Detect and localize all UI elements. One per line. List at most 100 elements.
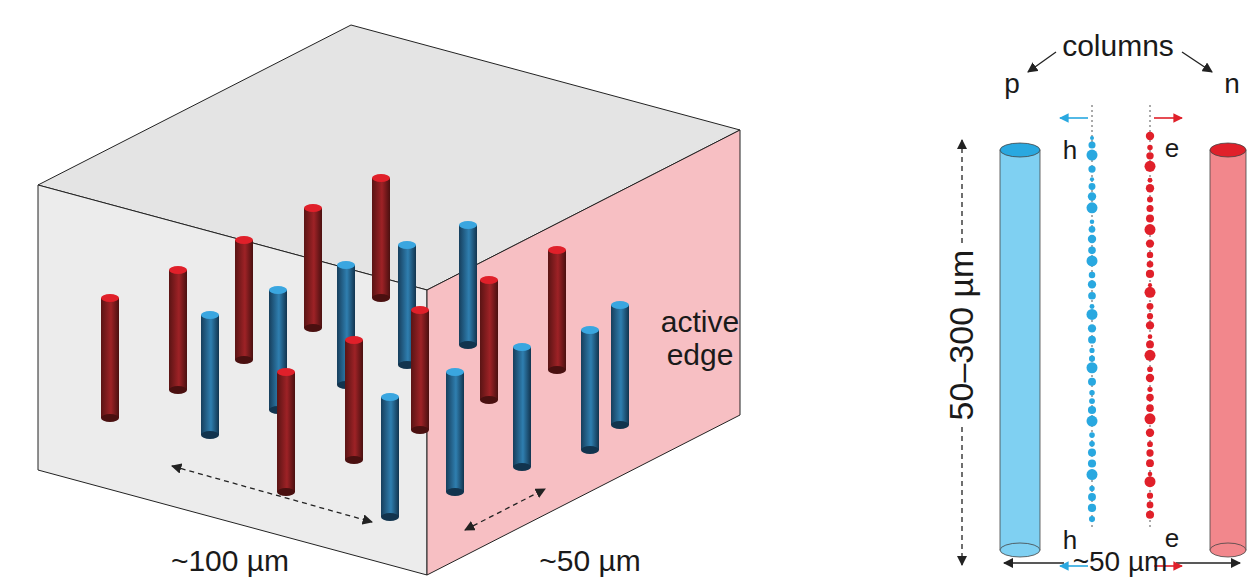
carrier-dot [1088,378,1096,386]
column-top [513,343,531,351]
column-base [304,324,322,332]
carrier-label: e [1165,134,1179,163]
carrier-dot [1088,459,1096,467]
carrier-dot [1088,192,1096,200]
column-body [101,298,119,418]
column-array [101,174,629,521]
carrier-dot [1087,362,1098,373]
column-body [513,347,531,467]
carrier-dot [1147,502,1154,509]
p-column [611,301,629,429]
p-column [513,343,531,471]
carrier-dot [1088,504,1096,512]
n-column [277,368,295,496]
carrier-dot [1147,145,1152,150]
column-top [169,266,187,274]
carrier-dot [1088,336,1096,344]
column-body [304,208,322,328]
carrier-dot [1145,224,1156,235]
carrier-dot [1148,178,1153,183]
carrier-dot [1147,197,1153,203]
carrier-dot [1089,441,1095,447]
column-body [459,225,477,345]
n-column-top [1210,143,1246,157]
column-top [411,306,429,314]
n-column-base [1210,543,1246,557]
column-top [459,221,477,229]
carrier-label: h [1063,136,1077,165]
n-column [480,276,498,404]
electron-drift-arrow [1154,117,1182,119]
column-base [548,366,566,374]
carrier-dot [1088,448,1096,456]
carrier-dot [1146,132,1154,140]
p-column [446,368,464,496]
carrier-dot [1088,235,1096,243]
carrier-dot [1090,177,1094,181]
gap-dimension [1004,562,1064,563]
carrier-dot [1146,449,1153,456]
column-base [411,426,429,434]
carrier-dot [1089,390,1094,395]
column-top [269,286,287,294]
column-top [304,204,322,212]
carrier-dot [1146,511,1154,519]
carrier-dot [1088,141,1095,148]
column-base [235,356,253,364]
column-base [101,414,119,422]
column-body [480,280,498,400]
column-body [611,305,629,425]
n-column [1210,150,1246,550]
carrier-dot [1088,324,1096,332]
carrier-dot [1146,459,1154,467]
carrier-dot [1090,220,1094,224]
column-top [398,241,416,249]
height-dimension [961,140,962,243]
column-body [169,270,187,390]
width-dimension [172,466,372,522]
column-base [513,463,531,471]
n-column [345,336,363,464]
carrier-dot [1147,441,1153,447]
p-column-base [1000,543,1040,557]
column-base [480,396,498,404]
carrier-dot [1088,493,1096,501]
n-column [235,236,253,364]
column-label: columns [1062,29,1174,62]
carrier-dot [1146,270,1154,278]
column-body [277,372,295,492]
p-column [201,311,219,439]
carrier-dot [1146,429,1154,437]
column-base [611,421,629,429]
device-box [38,25,740,575]
carrier-dot [1145,287,1156,298]
p-column [381,393,399,521]
column-pair [1000,105,1246,566]
column-base [277,488,295,496]
column-base [446,488,464,496]
carrier-dot [1145,476,1156,487]
carrier-dot [1089,432,1095,438]
column-body [446,372,464,492]
column-body [235,240,253,360]
carrier-dot [1147,303,1154,310]
carrier-dot [1090,136,1094,140]
column-base [381,513,399,521]
carrier-dot [1089,398,1095,404]
carrier-dot [1145,161,1156,172]
column-base [372,294,390,302]
carrier-dot [1146,184,1154,192]
gap-dimension [1176,562,1240,563]
carrier-dot [1087,309,1098,320]
p-column [581,326,599,454]
carrier-dot [1089,356,1095,362]
carrier-dot [1088,406,1096,414]
carrier-dot [1146,404,1154,412]
carrier-dot [1087,150,1098,161]
type-label: n [1224,69,1240,100]
column-top [611,301,629,309]
leader-arrow [1182,52,1212,72]
column-body [345,340,363,460]
